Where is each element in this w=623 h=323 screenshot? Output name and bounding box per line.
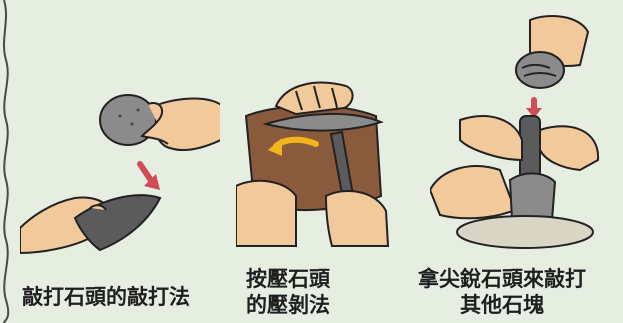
caption-punch-line-1: 拿尖銳石頭來敲打 bbox=[418, 267, 586, 291]
panel-pressure bbox=[236, 76, 396, 251]
caption-punch: 拿尖銳石頭來敲打 其他石塊 bbox=[418, 266, 586, 318]
caption-percussion: 敲打石頭的敲打法 bbox=[22, 285, 190, 309]
panel-percussion bbox=[20, 78, 220, 258]
wavy-border bbox=[3, 0, 10, 323]
pressure-flaking-illustration bbox=[236, 81, 390, 247]
caption-pressure: 按壓石頭 的壓剝法 bbox=[246, 266, 330, 318]
caption-pressure-line-1: 按壓石頭 bbox=[246, 267, 330, 291]
panel-punch bbox=[430, 10, 620, 250]
hammerstone-percussion-illustration bbox=[20, 94, 220, 255]
punch-striking-illustration bbox=[430, 15, 600, 249]
caption-pressure-line-2: 的壓剝法 bbox=[246, 293, 330, 317]
caption-punch-line-2: 其他石塊 bbox=[460, 293, 544, 317]
